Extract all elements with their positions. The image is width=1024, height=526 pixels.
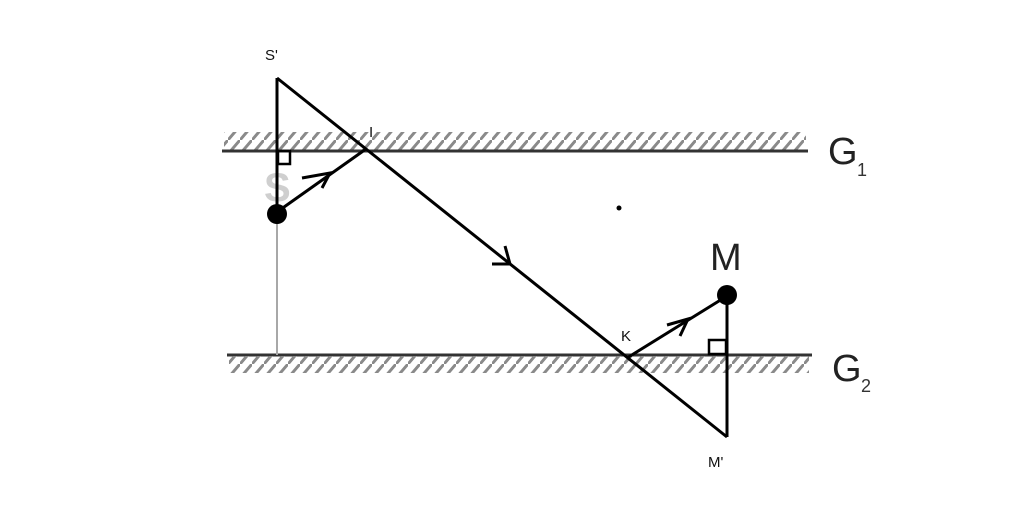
ray-s-to-i (276, 147, 367, 214)
stray-dot (616, 205, 622, 211)
label-g2-sub: 2 (861, 376, 871, 396)
ray-s-prime-to-m-prime (276, 76, 728, 439)
arrow-i-to-k (492, 245, 512, 266)
label-m: M (710, 237, 742, 279)
arrow-s-to-i (301, 170, 333, 189)
label-g2-letter: G (832, 348, 862, 390)
label-i: I (369, 124, 373, 141)
label-g1-sub: 1 (857, 160, 867, 180)
right-angle-marker-g2 (707, 338, 728, 356)
arrow-k-to-m (666, 316, 691, 337)
label-g1: G 1 (828, 131, 867, 180)
label-s-prime: S' (265, 47, 278, 64)
point-m (717, 285, 737, 305)
label-g1-letter: G (828, 131, 858, 173)
point-s (267, 204, 287, 224)
ray-k-to-m (626, 294, 728, 360)
mirror-g1 (222, 132, 808, 153)
right-angle-marker-g1 (276, 149, 292, 166)
label-k: K (621, 328, 631, 345)
mirror-g2-hatching (229, 356, 809, 373)
mirror-g2 (227, 353, 812, 373)
mirror-g1-hatching (224, 132, 806, 151)
label-m-prime: M' (708, 454, 723, 471)
label-g2: G 2 (832, 348, 871, 396)
